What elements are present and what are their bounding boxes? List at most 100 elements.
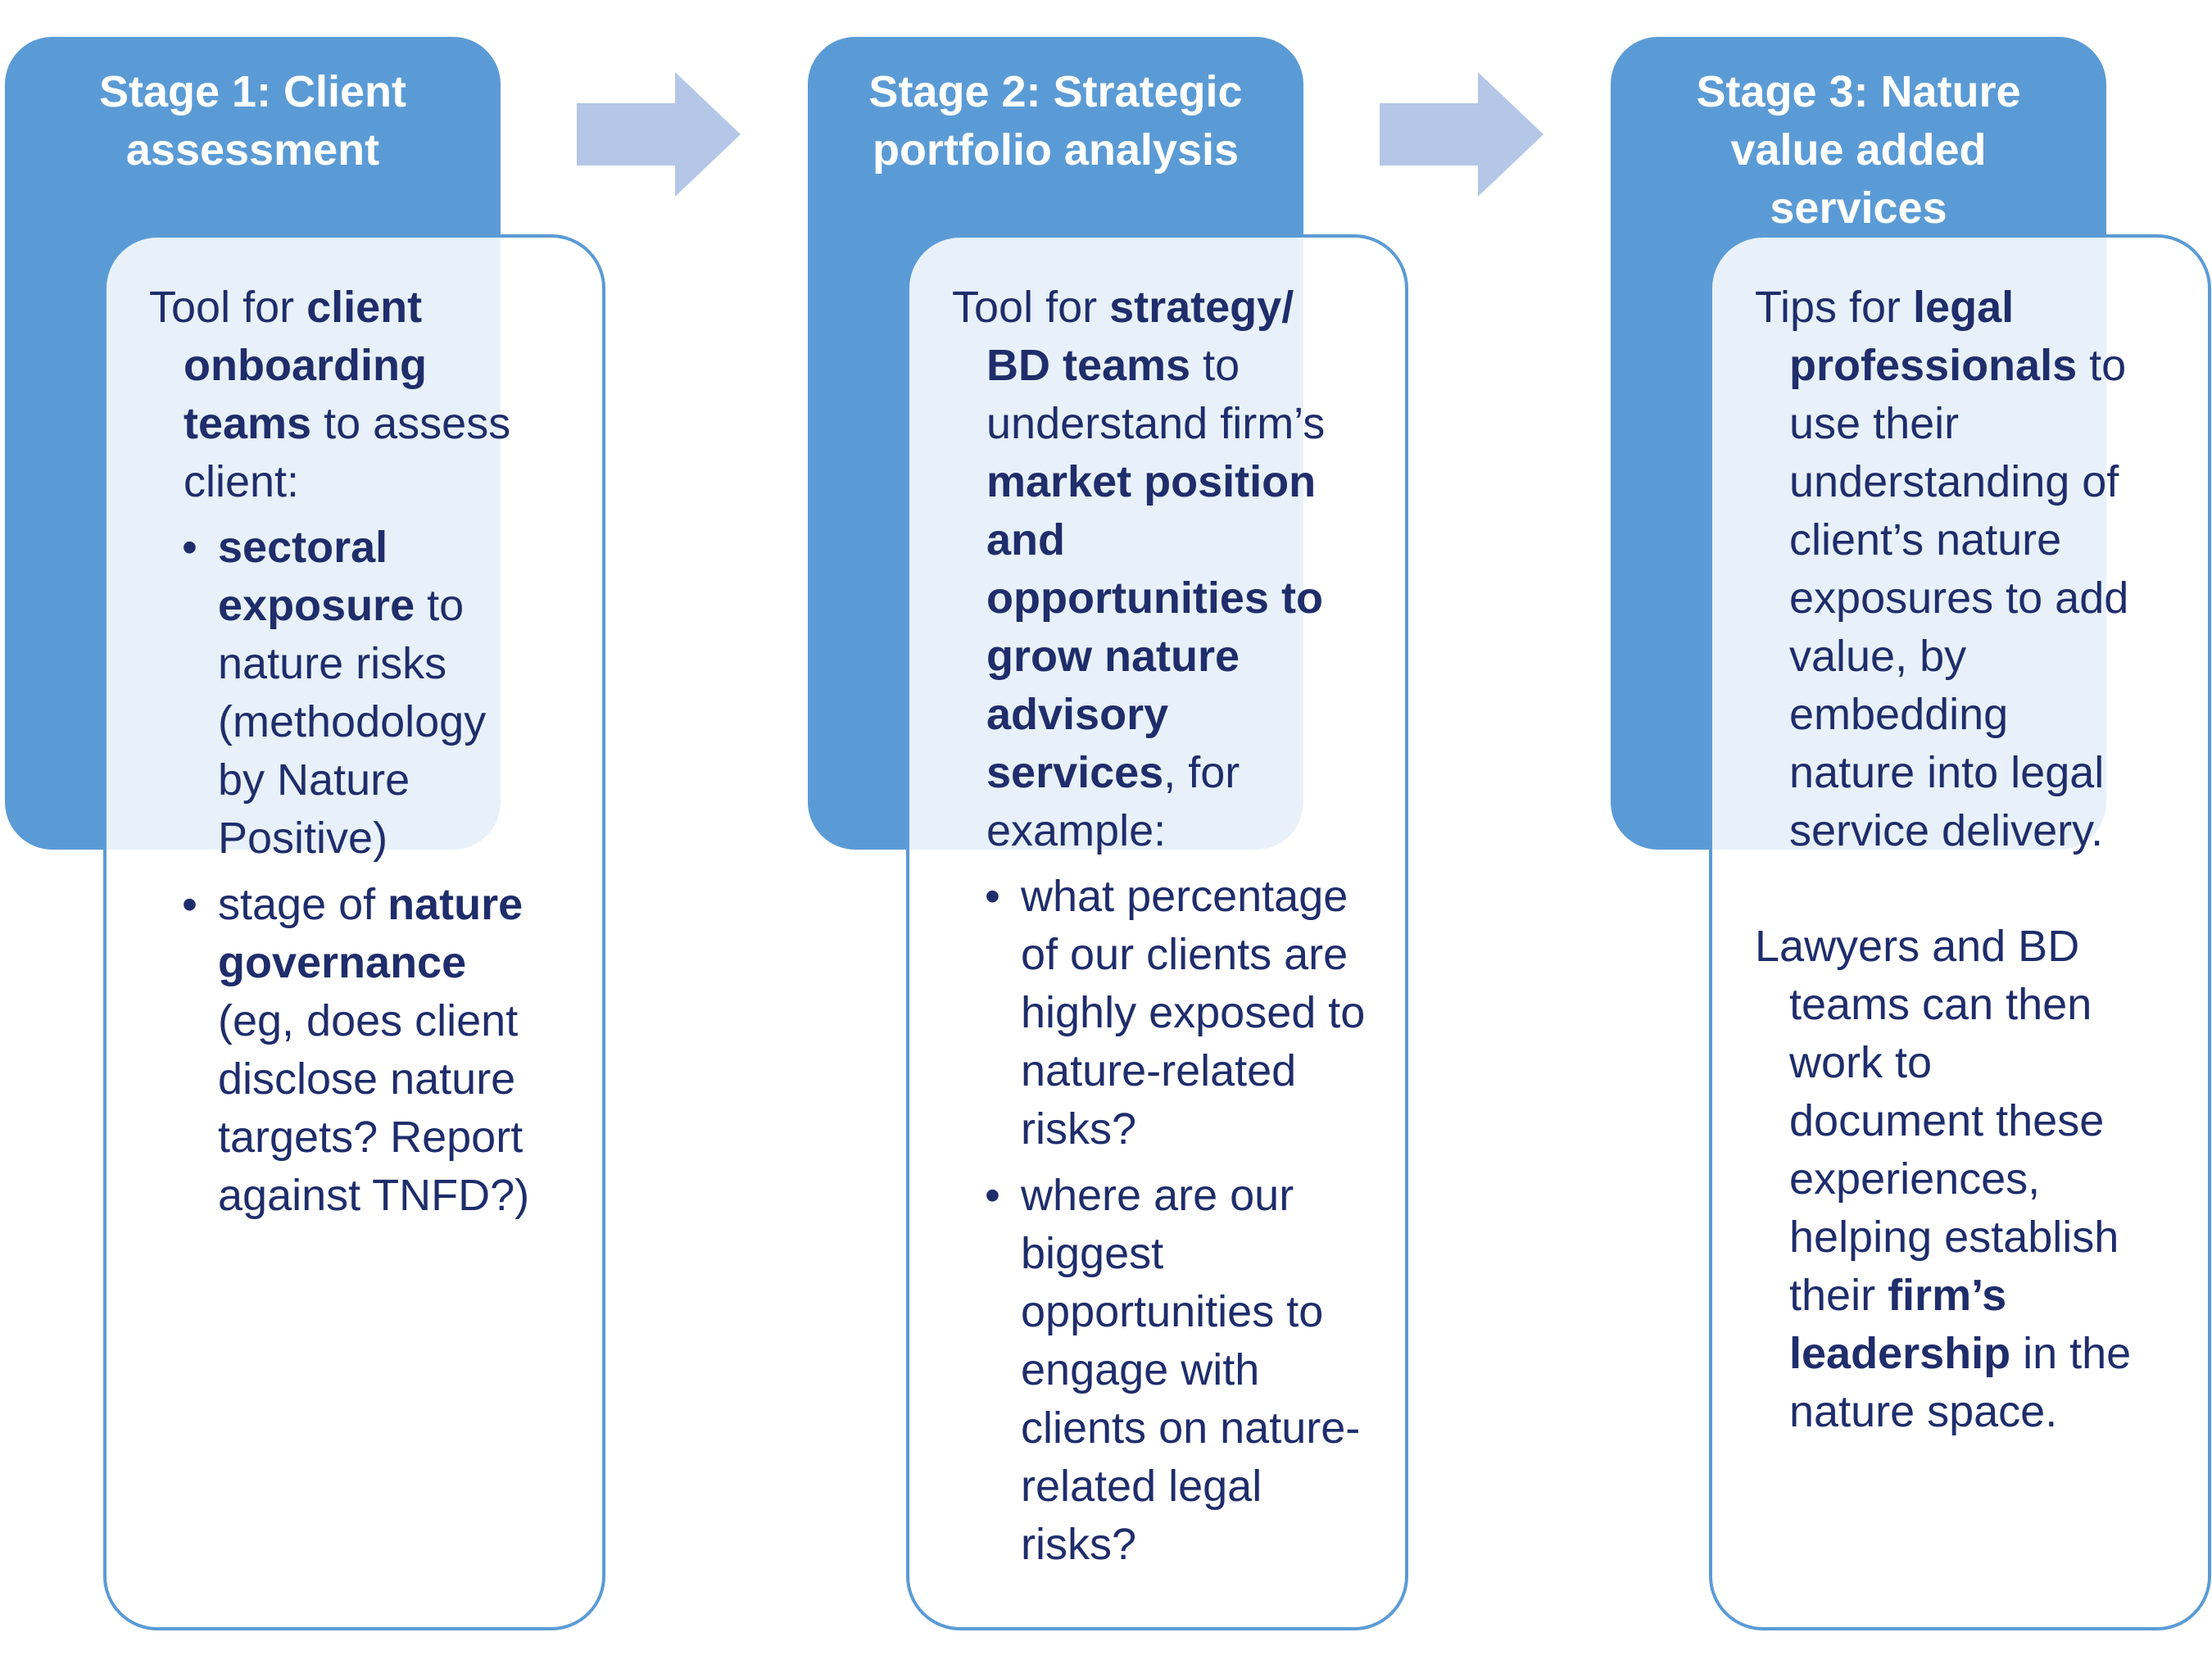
bold-text: advisory [986, 690, 1169, 739]
text-run: Tool for [149, 283, 307, 332]
text-line: exposures to add [1755, 569, 2188, 628]
text-run: (methodology [218, 697, 487, 746]
text-line: BD teams to [952, 337, 1385, 395]
text-run: engage with [1021, 1345, 1260, 1394]
text-run: value, by [1789, 632, 1967, 681]
text-run: where are our [1021, 1171, 1294, 1220]
text-run: risks? [1021, 1104, 1137, 1154]
text-run: stage of [218, 880, 388, 929]
text-run: opportunities to [1021, 1287, 1324, 1336]
stage-title-line: Stage 1: Client [98, 67, 407, 116]
text-line: disclose nature [218, 1050, 582, 1109]
text-line: Tips for legal [1755, 279, 2188, 337]
text-run: document these [1789, 1096, 2105, 1145]
text-line: highly exposed to [1021, 984, 1385, 1042]
text-run: example: [986, 806, 1167, 855]
text-run: targets? Report [218, 1113, 524, 1162]
text-run: teams can then [1789, 980, 2092, 1029]
bold-text: nature [388, 880, 524, 929]
text-line: understand firm’s [952, 395, 1385, 453]
text-line: Tool for client [149, 279, 582, 337]
text-run: understanding of [1789, 457, 2119, 506]
text-line: opportunities to [1021, 1283, 1385, 1341]
text-line: exposure to [218, 577, 582, 635]
bold-text: governance [218, 938, 467, 987]
text-run: disclose nature [218, 1054, 516, 1104]
text-run: service delivery. [1789, 806, 2104, 855]
text-line: use their [1755, 395, 2188, 453]
bold-text: grow nature [986, 632, 1240, 681]
text-run: to assess [311, 399, 511, 448]
text-line: where are our [1021, 1167, 1385, 1225]
text-run: risks? [1021, 1520, 1137, 1569]
text-run: nature space. [1789, 1387, 2058, 1436]
text-run: related legal [1021, 1462, 1262, 1511]
text-run: in the [2010, 1329, 2132, 1378]
text-run: Positive) [218, 814, 388, 863]
bold-text: strategy/ [1109, 283, 1294, 332]
right-arrow-icon [577, 72, 741, 197]
text-line: governance [218, 934, 582, 992]
text-line: Lawyers and BD [1755, 918, 2188, 976]
text-line: nature risks [218, 635, 582, 693]
stage-title-line: portfolio analysis [872, 125, 1240, 175]
bold-text: market position [986, 457, 1317, 506]
text-line: their firm’s [1755, 1267, 2188, 1325]
text-run: nature into legal [1789, 748, 2105, 797]
text-line: advisory [952, 686, 1385, 744]
text-run: embedding [1789, 690, 2009, 739]
text-run: by Nature [218, 755, 410, 805]
text-run: their [1789, 1271, 1888, 1320]
text-line: services, for [952, 744, 1385, 802]
text-line: (methodology [218, 693, 582, 751]
stage-title-line: Stage 3: Nature [1696, 67, 2021, 116]
bold-text: client [306, 283, 423, 332]
text-line: and [952, 511, 1385, 569]
text-line: related legal [1021, 1458, 1385, 1516]
text-run: clients on nature- [1021, 1403, 1361, 1453]
arrow-shape [1380, 72, 1543, 197]
bold-text: and [986, 515, 1066, 564]
text-run: nature risks [218, 639, 447, 688]
text-line: nature into legal [1755, 744, 2188, 802]
text-line: of our clients are [1021, 926, 1385, 984]
text-line: (eg, does client [218, 992, 582, 1050]
bold-text: teams [184, 399, 312, 448]
text-run: Lawyers and BD [1755, 922, 2080, 971]
stage-title: Stage 3: Nature value added services [1611, 63, 2106, 238]
text-line: example: [952, 802, 1385, 860]
paragraph-gap [1755, 860, 2188, 918]
text-run: what percentage [1021, 872, 1349, 921]
text-run: experiences, [1789, 1154, 2041, 1204]
text-line: helping establish [1755, 1208, 2188, 1267]
text-line: teams can then [1755, 976, 2188, 1034]
text-line: Tool for strategy/ [952, 279, 1385, 337]
text-line: document these [1755, 1092, 2188, 1150]
stage-title-line: value added [1730, 125, 1987, 175]
text-line: understanding of [1755, 453, 2188, 511]
text-run: client’s nature [1789, 515, 2062, 564]
text-line: nature-related [1021, 1042, 1385, 1100]
bold-text: opportunities to [986, 574, 1323, 623]
text-run: biggest [1021, 1229, 1164, 1278]
text-line: engage with [1021, 1341, 1385, 1399]
text-run: helping establish [1789, 1213, 2119, 1262]
right-arrow-icon [1380, 72, 1543, 197]
text-line: client: [149, 453, 582, 511]
text-line: by Nature [218, 751, 582, 809]
bold-text: onboarding [184, 341, 427, 390]
text-line: against TNFD?) [218, 1167, 582, 1225]
bold-text: sectoral [218, 523, 388, 572]
text-run: , for [1163, 748, 1240, 797]
text-line: stage of nature [218, 876, 582, 934]
